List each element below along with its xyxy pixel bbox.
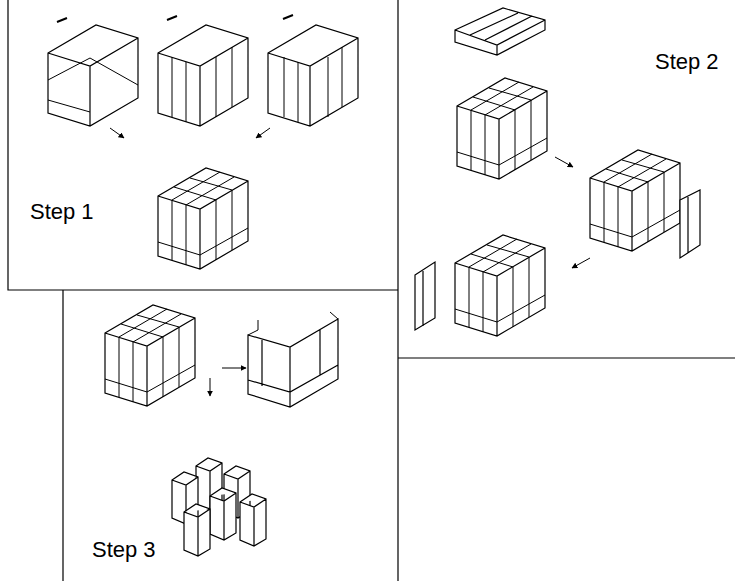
step-label: Step 3 [92, 538, 156, 562]
step-label: Step 2 [655, 50, 719, 74]
step-label: Step 1 [30, 200, 94, 224]
